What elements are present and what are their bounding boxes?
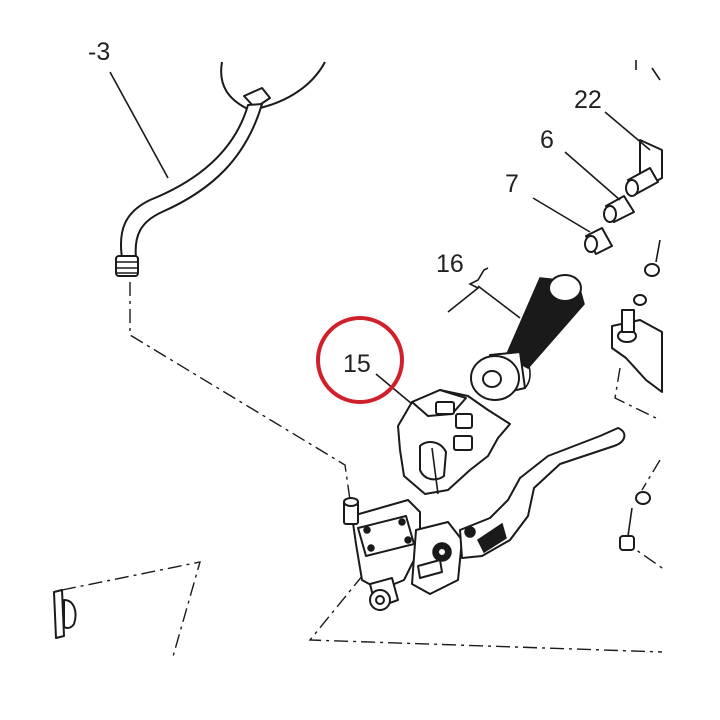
callout-6: 6 (540, 126, 554, 154)
spacer-part-7[interactable] (584, 227, 613, 255)
assembly-dashed-lines (61, 282, 666, 661)
partial-part-left-edge (53, 589, 77, 639)
leader-line-top-left (109, 71, 169, 179)
nut-right-lower[interactable] (619, 491, 651, 551)
callout-top-left-partial: -3 (88, 38, 110, 66)
callout-22: 22 (574, 86, 602, 114)
leader-line-15 (375, 373, 413, 405)
spacer-part-6[interactable] (603, 195, 635, 223)
leader-line-16 (477, 285, 521, 319)
switch-housing-part-15[interactable] (397, 389, 511, 495)
leader-line-22 (604, 111, 651, 151)
bar-end-weight-part-22[interactable] (625, 167, 659, 197)
callout-15: 15 (343, 350, 371, 378)
master-cylinder-mount-bolt[interactable] (343, 497, 359, 525)
callout-7: 7 (505, 170, 519, 198)
bracket-16 (447, 267, 489, 313)
brake-lever[interactable] (459, 427, 626, 559)
callout-16: 16 (436, 250, 464, 278)
handlebar-grip-part-16[interactable] (470, 274, 585, 401)
brake-master-cylinder[interactable] (351, 499, 463, 611)
leader-line-6 (564, 151, 621, 201)
highlight-circle-15 (316, 316, 404, 404)
clamp-bracket-right[interactable] (611, 309, 663, 393)
leader-line-7 (532, 197, 591, 233)
mirror-stem[interactable] (115, 61, 326, 277)
washer-right-upper[interactable] (633, 239, 661, 306)
